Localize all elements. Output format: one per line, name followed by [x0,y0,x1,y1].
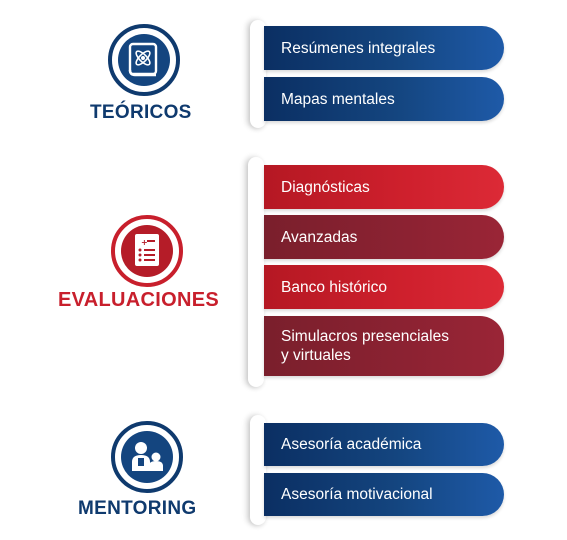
item-mapas-mentales[interactable]: Mapas mentales [264,77,504,121]
evaluaciones-icon-badge: + [111,215,183,287]
section-title-evaluaciones: EVALUACIONES [58,289,220,311]
item-avanzadas[interactable]: Avanzadas [264,215,504,259]
item-resumenes-integrales[interactable]: Resúmenes integrales [264,26,504,70]
section-title-mentoring: MENTORING [78,498,197,519]
clipboard-checklist-icon: + [121,225,173,277]
mentoring-icon-badge [111,421,183,493]
item-asesoria-motivacional[interactable]: Asesoría motivacional [264,473,504,516]
item-banco-historico[interactable]: Banco histórico [264,265,504,309]
svg-text:+: + [141,238,148,247]
bracket-teoricos [250,20,266,128]
item-diagnosticas[interactable]: Diagnósticas [264,165,504,209]
item-asesoria-academica[interactable]: Asesoría académica [264,423,504,466]
teoricos-icon-badge [108,24,180,96]
bracket-mentoring [250,415,266,525]
section-title-teoricos: TEÓRICOS [90,102,192,123]
mentor-people-icon [121,431,173,483]
bracket-evaluaciones [248,157,264,387]
atom-book-icon [118,34,170,86]
item-simulacros[interactable]: Simulacros presenciales y virtuales [264,316,504,376]
